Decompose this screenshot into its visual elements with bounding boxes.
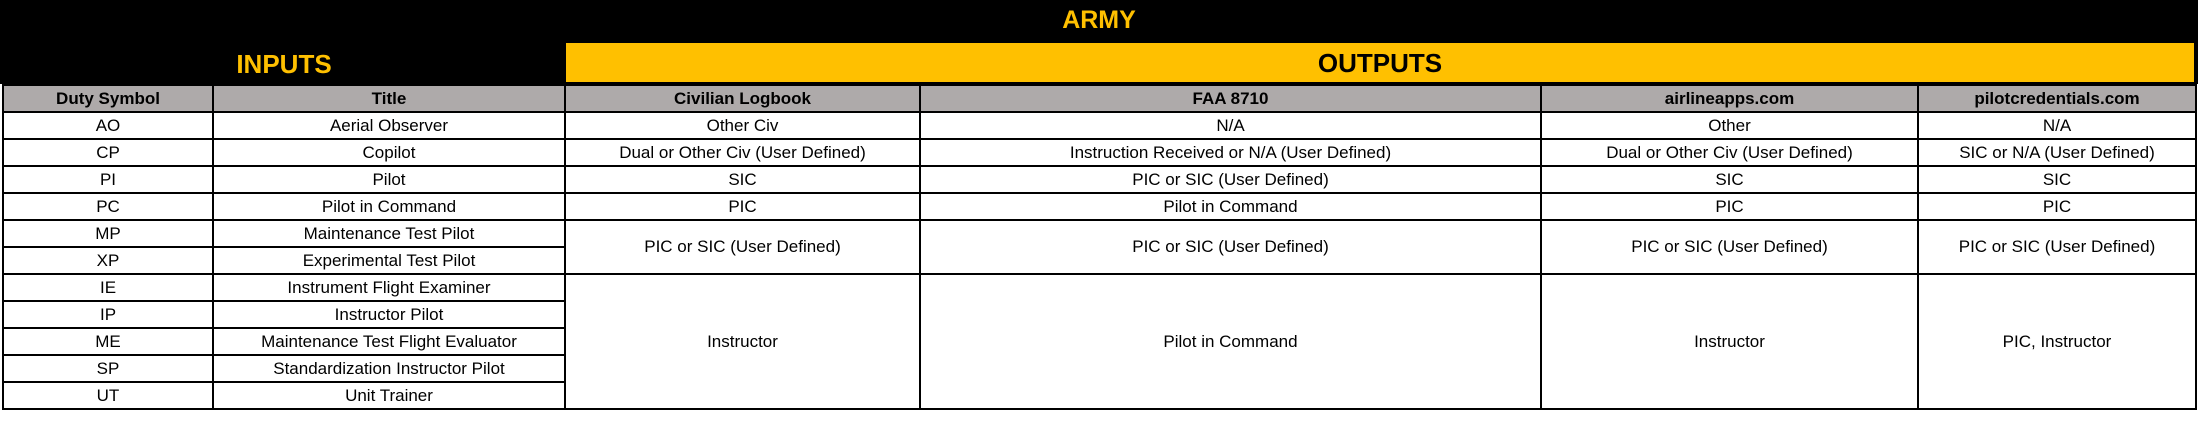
- table-row: SP Standardization Instructor Pilot: [2, 354, 2196, 383]
- airlineapps-cell: Other: [1540, 111, 1919, 140]
- page-title: ARMY: [1062, 6, 1136, 34]
- table-row: PI Pilot SIC PIC or SIC (User Defined) S…: [2, 165, 2197, 194]
- title-cell: Aerial Observer: [212, 111, 566, 140]
- table-row: XP Experimental Test Pilot: [2, 246, 2196, 275]
- pilotcredentials-cell: PIC or SIC (User Defined): [1917, 219, 2197, 275]
- civilian-logbook-cell: PIC: [564, 192, 921, 221]
- header-title: Title: [212, 84, 566, 113]
- table-row: IP Instructor Pilot: [2, 300, 2196, 329]
- header-airlineapps: airlineapps.com: [1540, 84, 1919, 113]
- duty-symbol-cell: ME: [2, 327, 214, 356]
- faa-8710-cell: PIC or SIC (User Defined): [919, 219, 1542, 275]
- airlineapps-cell: Dual or Other Civ (User Defined): [1540, 138, 1919, 167]
- header-faa-8710: FAA 8710: [919, 84, 1542, 113]
- table-row: MP Maintenance Test Pilot PIC or SIC (Us…: [2, 219, 2197, 275]
- table-row: ME Maintenance Test Flight Evaluator: [2, 327, 2196, 356]
- airlineapps-cell: PIC: [1540, 192, 1919, 221]
- title-cell: Pilot in Command: [212, 192, 566, 221]
- duty-symbol-cell: XP: [2, 246, 214, 275]
- header-pilotcredentials: pilotcredentials.com: [1917, 84, 2197, 113]
- duty-symbol-cell: IP: [2, 300, 214, 329]
- duty-mapping-table: Duty Symbol Title Civilian Logbook FAA 8…: [2, 84, 2197, 410]
- inputs-section-label: INPUTS: [236, 49, 332, 79]
- table-row: UT Unit Trainer: [2, 381, 2196, 410]
- faa-8710-cell: N/A: [919, 111, 1542, 140]
- airlineapps-cell: SIC: [1540, 165, 1919, 194]
- civilian-logbook-cell: PIC or SIC (User Defined): [564, 219, 921, 275]
- civilian-logbook-cell: Instructor: [564, 273, 921, 410]
- table-row: CP Copilot Dual or Other Civ (User Defin…: [2, 138, 2197, 167]
- duty-symbol-cell: PI: [2, 165, 214, 194]
- duty-symbol-cell: UT: [2, 381, 214, 410]
- airlineapps-cell: Instructor: [1540, 273, 1919, 410]
- duty-symbol-cell: MP: [2, 219, 214, 248]
- faa-8710-cell: Pilot in Command: [919, 273, 1542, 410]
- title-cell: Copilot: [212, 138, 566, 167]
- faa-8710-cell: PIC or SIC (User Defined): [919, 165, 1542, 194]
- airlineapps-cell: PIC or SIC (User Defined): [1540, 219, 1919, 275]
- civilian-logbook-cell: Other Civ: [564, 111, 921, 140]
- pilotcredentials-cell: SIC or N/A (User Defined): [1917, 138, 2197, 167]
- title-cell: Pilot: [212, 165, 566, 194]
- table-row: PC Pilot in Command PIC Pilot in Command…: [2, 192, 2197, 221]
- duty-symbol-cell: SP: [2, 354, 214, 383]
- faa-8710-cell: Pilot in Command: [919, 192, 1542, 221]
- header-civilian-logbook: Civilian Logbook: [564, 84, 921, 113]
- pilotcredentials-cell: N/A: [1917, 111, 2197, 140]
- duty-symbol-cell: AO: [2, 111, 214, 140]
- title-cell: Instrument Flight Examiner: [212, 273, 566, 302]
- duty-symbol-cell: PC: [2, 192, 214, 221]
- pilotcredentials-cell: SIC: [1917, 165, 2197, 194]
- civilian-logbook-cell: Dual or Other Civ (User Defined): [564, 138, 921, 167]
- duty-symbol-cell: CP: [2, 138, 214, 167]
- civilian-logbook-cell: SIC: [564, 165, 921, 194]
- header-row: Duty Symbol Title Civilian Logbook FAA 8…: [2, 84, 2197, 113]
- table-row: IE Instrument Flight Examiner Instructor…: [2, 273, 2197, 410]
- table-row: AO Aerial Observer Other Civ N/A Other N…: [2, 111, 2197, 140]
- title-cell: Maintenance Test Pilot: [212, 219, 566, 248]
- title-cell: Instructor Pilot: [212, 300, 566, 329]
- duty-symbol-cell: IE: [2, 273, 214, 302]
- pilotcredentials-cell: PIC, Instructor: [1917, 273, 2197, 410]
- header-duty-symbol: Duty Symbol: [2, 84, 214, 113]
- title-cell: Maintenance Test Flight Evaluator: [212, 327, 566, 356]
- title-cell: Standardization Instructor Pilot: [212, 354, 566, 383]
- faa-8710-cell: Instruction Received or N/A (User Define…: [919, 138, 1542, 167]
- pilotcredentials-cell: PIC: [1917, 192, 2197, 221]
- outputs-section-label: OUTPUTS: [566, 43, 2194, 82]
- title-cell: Unit Trainer: [212, 381, 566, 410]
- title-cell: Experimental Test Pilot: [212, 246, 566, 275]
